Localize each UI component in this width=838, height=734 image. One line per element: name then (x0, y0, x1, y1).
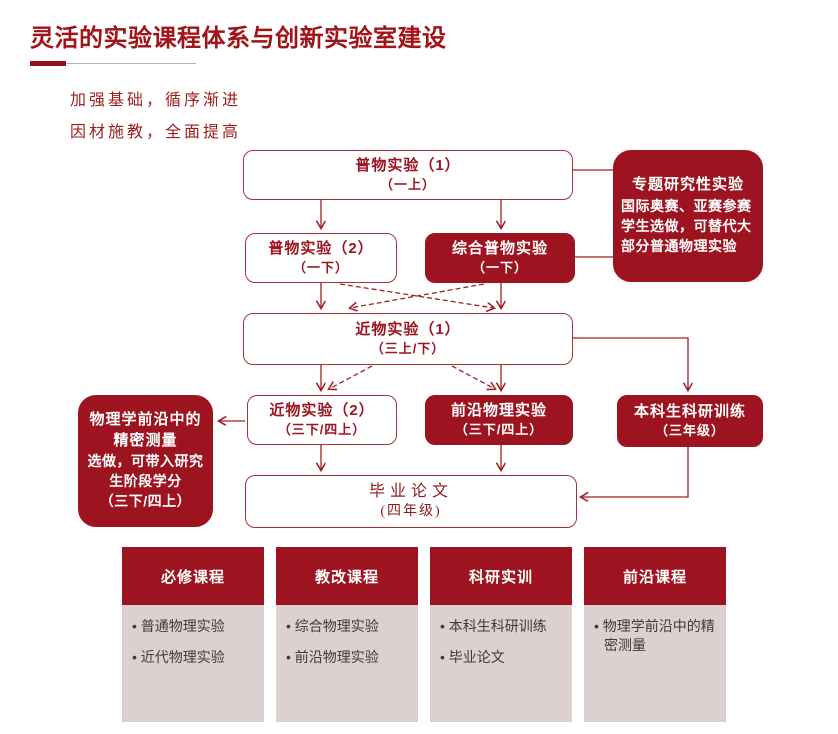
box-subtitle: （一下） (292, 260, 349, 276)
box-subtitle: （三年级） (654, 423, 725, 439)
course-column-required: 必修课程 普通物理实验 近代物理实验 (122, 547, 264, 722)
box-note-line: 生阶段学分 (109, 473, 182, 490)
course-column-header: 必修课程 (122, 547, 264, 605)
connector-jw1-jw2-dashed (329, 365, 373, 389)
flow-box-comprehensive-general-physics: 综合普物实验 （一下） (425, 233, 575, 283)
flow-box-general-physics-2: 普物实验（2） （一下） (245, 233, 397, 283)
box-note-line: 部分普通物理实验 (621, 238, 737, 255)
flow-box-special-research-experiment: 专题研究性实验 国际奥赛、亚赛参赛 学生选做，可替代大 部分普通物理实验 (613, 150, 763, 282)
box-subtitle: （三上/下） (370, 341, 446, 357)
course-item: 本科生科研训练 (440, 617, 566, 636)
flow-box-modern-physics-1: 近物实验（1） （三上/下） (243, 313, 573, 365)
flow-box-general-physics-1: 普物实验（1） （一上） (243, 150, 573, 200)
box-note-line: 学生选做，可替代大 (621, 217, 752, 234)
box-note-line: 选做，可带入研究 (87, 452, 204, 469)
connector-jw1-qianyan-dashed (451, 365, 495, 389)
flow-box-modern-physics-2: 近物实验（2） （三下/四上） (247, 395, 397, 445)
course-column-body: 普通物理实验 近代物理实验 (122, 605, 264, 722)
box-title: 专题研究性实验 (631, 176, 744, 194)
box-subtitle: （三下/四上） (277, 422, 367, 438)
box-title: 综合普物实验 (451, 240, 548, 258)
title-underline-rule (66, 63, 196, 64)
box-title: 普物实验（2） (268, 240, 374, 258)
page-title: 灵活的实验课程体系与创新实验室建设 (30, 25, 447, 52)
flow-box-frontier-physics-experiment: 前沿物理实验 （三下/四上） (425, 395, 573, 445)
box-title: 精密测量 (113, 431, 178, 449)
box-subtitle: （一下） (471, 260, 528, 276)
title-underline-accent (30, 61, 66, 66)
box-title: 近物实验（2） (269, 402, 375, 420)
box-subtitle: （一上） (379, 177, 436, 193)
connector-benke-biye (581, 447, 689, 497)
motto-line-2: 因材施教，全面提高 (70, 124, 242, 141)
course-item: 普通物理实验 (132, 617, 258, 636)
course-column-header: 前沿课程 (584, 547, 726, 605)
course-item: 近代物理实验 (132, 648, 258, 667)
connector-pw2-jw1-dashed (339, 283, 494, 308)
course-column-research-training: 科研实训 本科生科研训练 毕业论文 (430, 547, 572, 722)
course-item: 前沿物理实验 (286, 648, 412, 667)
box-title: 毕业论文 (368, 483, 453, 501)
flow-box-precision-measurement-frontier: 物理学前沿中的 精密测量 选做，可带入研究 生阶段学分 （三下/四上） (78, 395, 213, 527)
box-note-line: （三下/四上） (99, 493, 192, 510)
course-item: 物理学前沿中的精密测量 (594, 617, 720, 655)
connector-jw1-benke (573, 337, 688, 390)
flow-box-undergrad-research-training: 本科生科研训练 （三年级） (617, 395, 763, 447)
box-title: 本科生科研训练 (633, 403, 746, 421)
course-column-reform: 教改课程 综合物理实验 前沿物理实验 (276, 547, 418, 722)
connector-zonghe-jw1-dashed (350, 283, 485, 308)
course-column-body: 综合物理实验 前沿物理实验 (276, 605, 418, 722)
box-subtitle: (四年级) (380, 503, 442, 519)
box-title: 近物实验（1） (355, 321, 461, 339)
course-column-frontier: 前沿课程 物理学前沿中的精密测量 (584, 547, 726, 722)
box-note-line: 国际奥赛、亚赛参赛 (621, 197, 752, 214)
course-item: 综合物理实验 (286, 617, 412, 636)
course-column-header: 教改课程 (276, 547, 418, 605)
course-column-body: 本科生科研训练 毕业论文 (430, 605, 572, 722)
box-title: 前沿物理实验 (450, 402, 547, 420)
course-item: 毕业论文 (440, 648, 566, 667)
box-subtitle: （三下/四上） (454, 422, 544, 438)
course-column-header: 科研实训 (430, 547, 572, 605)
flow-box-graduation-thesis: 毕业论文 (四年级) (245, 475, 577, 528)
motto-line-1: 加强基础，循序渐进 (70, 92, 242, 109)
course-column-body: 物理学前沿中的精密测量 (584, 605, 726, 722)
box-title: 物理学前沿中的 (89, 411, 202, 429)
box-title: 普物实验（1） (355, 157, 461, 175)
